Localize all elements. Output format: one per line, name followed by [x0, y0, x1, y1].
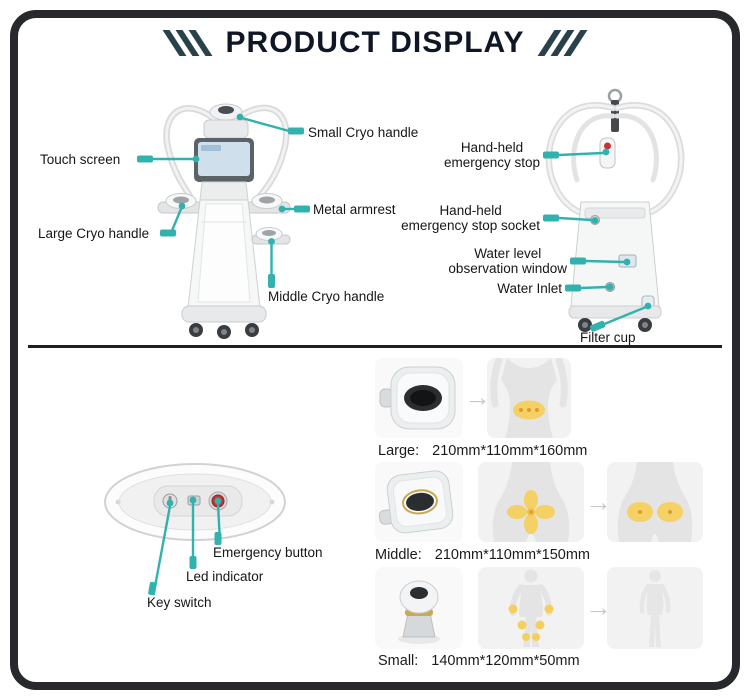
- size-caption-large: Large: 210mm*110mm*160mm: [378, 443, 587, 459]
- front-machine-illustration: [157, 103, 291, 339]
- hips-after-silhouette-illustration: [617, 462, 693, 542]
- callout-metal-armrest: Metal armrest: [313, 202, 396, 217]
- header: PRODUCT DISPLAY: [0, 26, 750, 60]
- full-body-after-silhouette-illustration: [639, 570, 671, 647]
- body-abdomen-image: [487, 358, 571, 438]
- slashes-left-icon: [162, 30, 212, 56]
- cryo-handle-small-illustration: [398, 580, 440, 644]
- callout-key-switch: Key switch: [147, 595, 212, 610]
- back-machine-illustration: [545, 88, 685, 332]
- callout-text-line: observation window: [448, 261, 567, 276]
- machine-back-view: [533, 84, 697, 336]
- size-value: 140mm*120mm*50mm: [431, 653, 580, 669]
- callout-led-indicator: Led indicator: [186, 569, 264, 584]
- callout-small-cryo-handle: Small Cryo handle: [308, 125, 419, 140]
- callout-text-line: emergency stop socket: [401, 218, 540, 233]
- callout-touch-screen: Touch screen: [40, 152, 121, 167]
- control-panel-illustration: [104, 463, 286, 541]
- size-value: 210mm*110mm*150mm: [434, 547, 591, 563]
- size-label: Middle:: [375, 547, 422, 563]
- callout-filter-cup: Filter cup: [580, 330, 636, 345]
- callout-large-cryo-handle: Large Cryo handle: [38, 226, 150, 241]
- cryo-handle-middle-illustration: [378, 470, 454, 534]
- abdomen-silhouette-illustration: [490, 358, 568, 438]
- size-label: Large:: [378, 443, 420, 459]
- callout-text-line: Hand-held: [439, 203, 502, 218]
- cryo-handle-large-illustration: [379, 366, 456, 430]
- callout-handheld-emergency-stop-socket: Hand-held emergency stop socket: [401, 203, 540, 233]
- page-title: PRODUCT DISPLAY: [225, 26, 525, 59]
- body-full-before-image: [478, 567, 584, 649]
- callout-water-inlet: Water Inlet: [497, 281, 562, 296]
- callout-emergency-button: Emergency button: [213, 545, 323, 560]
- callout-text-line: Water level: [474, 246, 542, 261]
- callout-middle-cryo-handle: Middle Cryo handle: [268, 289, 385, 304]
- body-full-after-image: [607, 567, 703, 649]
- size-caption-small: Small: 140mm*120mm*50mm: [378, 653, 580, 669]
- machine-front-view: [148, 92, 300, 344]
- size-caption-middle: Middle: 210mm*110mm*150mm: [375, 547, 590, 563]
- body-hips-after-image: [607, 462, 703, 542]
- callout-water-level-observation-window: Water level observation window: [448, 246, 567, 276]
- body-hips-before-image: [478, 462, 584, 542]
- arrow-right-icon: →: [464, 382, 491, 412]
- callout-handheld-emergency-stop: Hand-held emergency stop: [444, 140, 540, 170]
- size-value: 210mm*110mm*160mm: [432, 443, 588, 459]
- callout-text-line: Hand-held: [460, 140, 524, 155]
- hips-before-silhouette-illustration: [492, 462, 570, 542]
- handle-small-image: [375, 567, 463, 649]
- full-body-before-silhouette-illustration: [508, 569, 554, 647]
- handle-middle-image: [375, 462, 463, 542]
- section-divider: [28, 345, 722, 348]
- size-label: Small:: [378, 653, 419, 669]
- control-panel-view: [100, 462, 290, 546]
- handle-large-image: [375, 358, 463, 438]
- slashes-right-icon: [538, 30, 588, 56]
- callout-text-line: emergency stop: [443, 155, 540, 170]
